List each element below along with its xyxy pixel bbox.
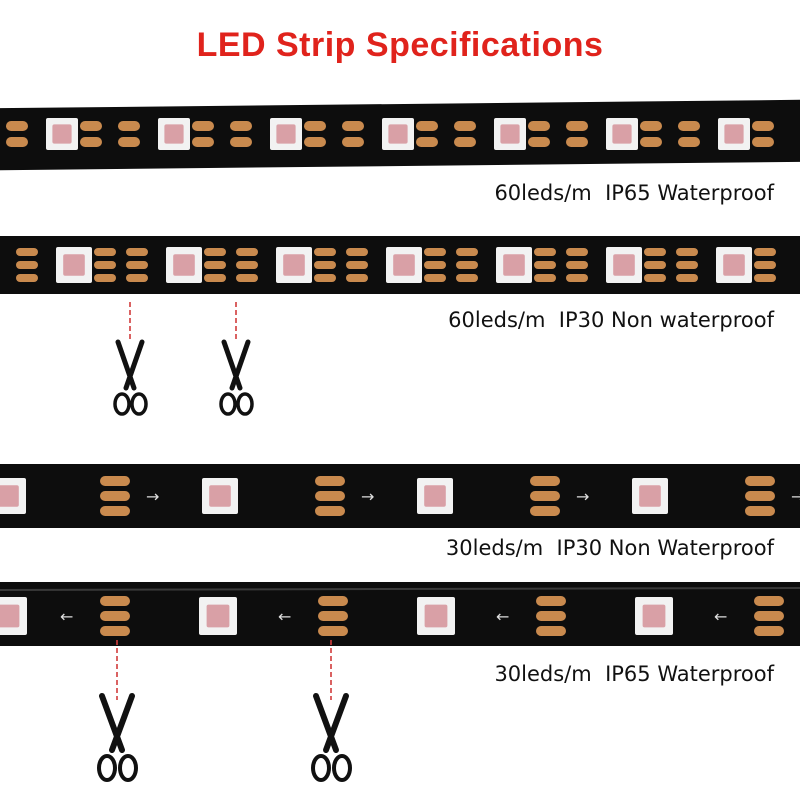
- led-chip-icon: [632, 478, 668, 514]
- strip-caption-2: 60leds/m IP30 Non waterproof: [448, 308, 774, 332]
- led-chip-icon: [276, 247, 312, 283]
- arrow-right-icon: →: [576, 487, 589, 506]
- led-chip-icon: [716, 247, 752, 283]
- led-chip-icon: [199, 597, 237, 635]
- led-chip-icon: [382, 118, 414, 150]
- arrow-left-icon: ←: [714, 607, 727, 626]
- led-chip-icon: [635, 597, 673, 635]
- led-chip-icon: [496, 247, 532, 283]
- led-strip-60-ip30: [0, 236, 800, 294]
- led-strip-30-ip30: → → → →: [0, 464, 800, 528]
- scissors-icon: [113, 302, 148, 416]
- scissors-icon: [219, 302, 254, 416]
- led-chip-icon: [494, 118, 526, 150]
- strip-caption-4: 30leds/m IP65 Waterproof: [494, 662, 774, 686]
- led-chip-icon: [718, 118, 750, 150]
- arrow-right-icon: →: [791, 487, 800, 506]
- led-chip-icon: [606, 247, 642, 283]
- arrow-right-icon: →: [146, 487, 159, 506]
- led-chip-icon: [166, 247, 202, 283]
- strip-caption-3: 30leds/m IP30 Non Waterproof: [445, 536, 774, 560]
- strip-caption-1: 60leds/m IP65 Waterproof: [494, 181, 774, 205]
- scissors-icon: [97, 640, 138, 782]
- scissors-icon: [311, 640, 352, 782]
- page-title: LED Strip Specifications: [196, 26, 604, 64]
- led-chip-icon: [158, 118, 190, 150]
- arrow-left-icon: ←: [278, 607, 291, 626]
- led-chip-icon: [202, 478, 238, 514]
- led-chip-icon: [417, 597, 455, 635]
- led-chip-icon: [417, 478, 453, 514]
- arrow-left-icon: ←: [496, 607, 509, 626]
- led-chip-icon: [606, 118, 638, 150]
- led-chip-icon: [386, 247, 422, 283]
- led-chip-icon: [56, 247, 92, 283]
- led-chip-icon: [0, 597, 27, 635]
- led-chip-icon: [270, 118, 302, 150]
- led-chip-icon: [46, 118, 78, 150]
- arrow-left-icon: ←: [60, 607, 73, 626]
- arrow-right-icon: →: [361, 487, 374, 506]
- led-strip-30-ip65: ← ← ← ←: [0, 582, 800, 646]
- led-strip-60-ip65: [0, 99, 800, 171]
- led-chip-icon: [0, 478, 26, 514]
